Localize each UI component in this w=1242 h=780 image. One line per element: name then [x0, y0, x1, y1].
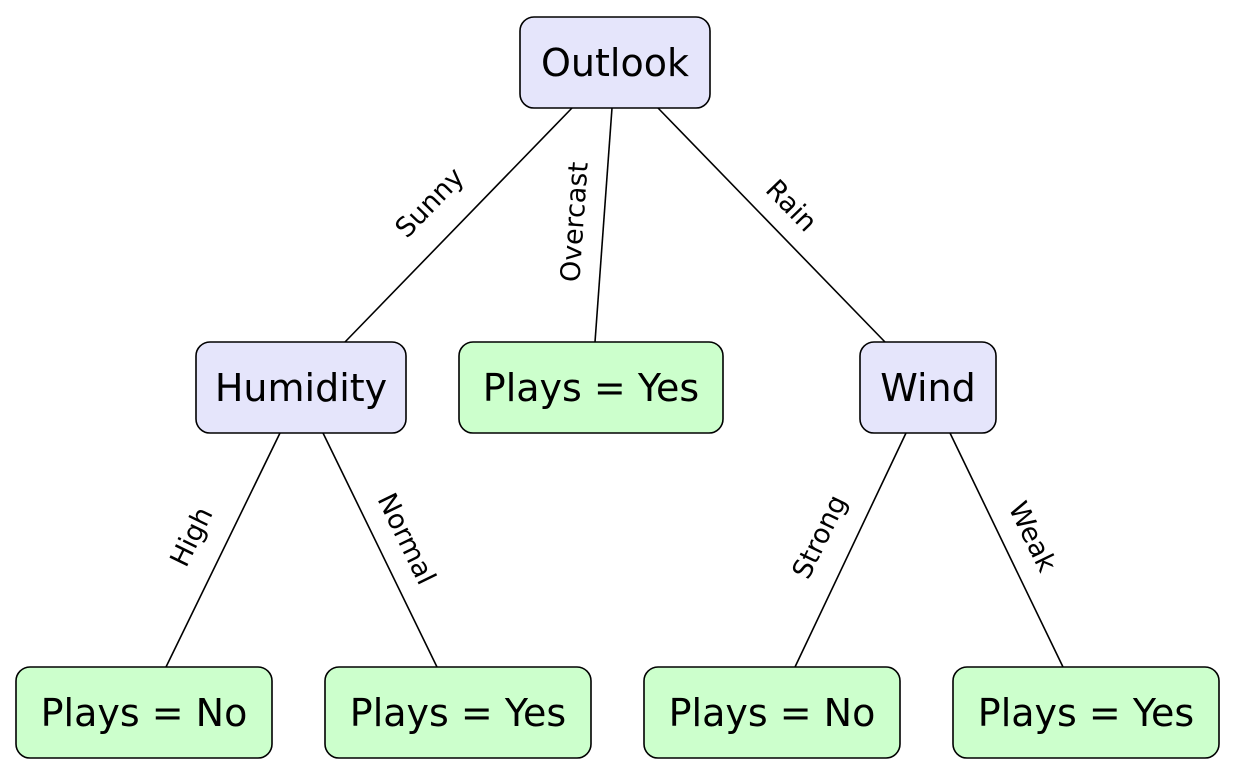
edge-humidity-high: [165, 432, 281, 668]
node-overcast-leaf-label: Plays = Yes: [483, 366, 699, 410]
edge-label-normal: Normal: [371, 488, 442, 589]
edge-label-high: High: [164, 502, 219, 571]
node-humidity-label: Humidity: [215, 366, 387, 410]
edge-label-weak: Weak: [1002, 497, 1062, 577]
node-normal-leaf-label: Plays = Yes: [350, 691, 566, 735]
node-high-leaf: Plays = No: [15, 666, 273, 759]
node-weak-leaf-label: Plays = Yes: [978, 691, 1194, 735]
node-strong-leaf: Plays = No: [643, 666, 901, 759]
edge-label-overcast: Overcast: [555, 161, 594, 283]
edge-wind-weak: [949, 432, 1064, 668]
node-overcast-leaf: Plays = Yes: [458, 341, 724, 434]
node-normal-leaf: Plays = Yes: [324, 666, 592, 759]
edge-label-sunny: Sunny: [390, 162, 471, 244]
node-high-leaf-label: Plays = No: [41, 691, 248, 735]
node-outlook-box: [519, 16, 711, 109]
edge-humidity-normal: [322, 432, 438, 668]
node-weak-leaf-box: [952, 666, 1220, 759]
node-weak-leaf: Plays = Yes: [952, 666, 1220, 759]
node-high-leaf-box: [15, 666, 273, 759]
edge-outlook-overcast: [594, 107, 613, 343]
node-wind-label: Wind: [880, 366, 976, 410]
nodes: Outlook Humidity Plays = Yes Wind Plays …: [15, 16, 1220, 759]
node-wind-box: [859, 341, 997, 434]
edge-label-rain: Rain: [759, 174, 823, 238]
edge-label-strong: Strong: [787, 490, 854, 584]
edge-wind-strong: [794, 432, 907, 668]
node-normal-leaf-box: [324, 666, 592, 759]
node-outlook-label: Outlook: [541, 41, 689, 85]
node-overcast-leaf-box: [458, 341, 724, 434]
node-strong-leaf-label: Plays = No: [669, 691, 876, 735]
node-humidity-box: [195, 341, 407, 434]
node-humidity: Humidity: [195, 341, 407, 434]
edges: [165, 107, 1064, 668]
edge-outlook-rain: [657, 107, 886, 343]
edge-outlook-sunny: [344, 107, 573, 343]
node-wind: Wind: [859, 341, 997, 434]
node-strong-leaf-box: [643, 666, 901, 759]
node-outlook: Outlook: [519, 16, 711, 109]
